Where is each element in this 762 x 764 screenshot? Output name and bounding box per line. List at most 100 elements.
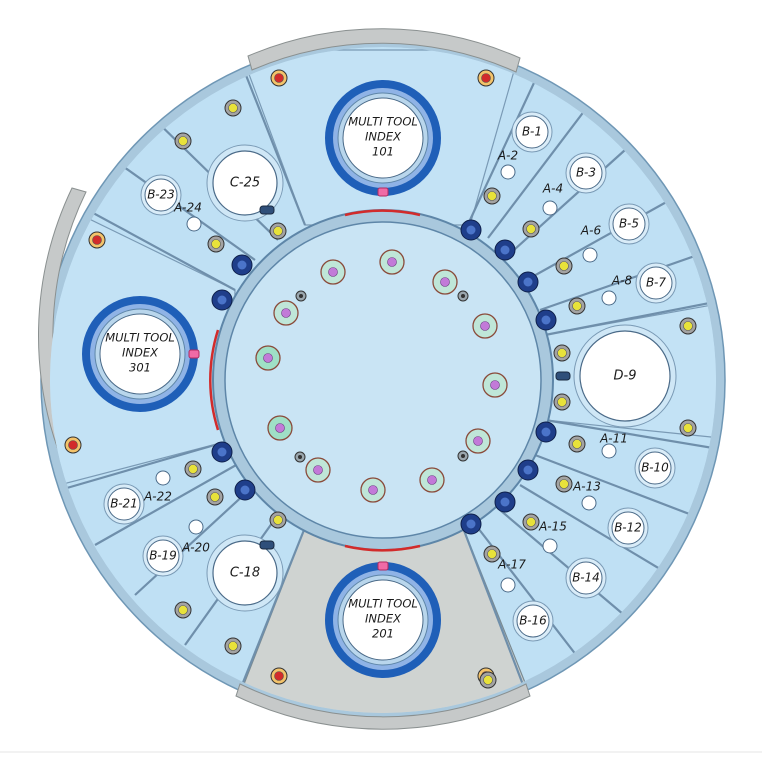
station-bore	[516, 604, 550, 638]
station-b16[interactable]: B-16	[512, 600, 554, 642]
blue-bushing-core	[500, 497, 510, 507]
blue-bushing-core	[237, 260, 247, 270]
mti-label-number: 101	[372, 145, 394, 159]
mti-label-line1: MULTI TOOL	[348, 115, 418, 129]
station-a2[interactable]: A-2	[497, 149, 518, 180]
hub-punch-core	[263, 353, 273, 363]
hub-punch-core	[440, 277, 450, 287]
station-a6[interactable]: A-6	[580, 224, 602, 263]
station-label: A-13	[572, 480, 601, 494]
station-b19[interactable]: B-19	[142, 535, 184, 577]
station-bore	[611, 511, 645, 545]
yellow-bolt-core	[559, 261, 569, 271]
hub-red-arc-left	[209, 329, 220, 431]
station-bore	[515, 115, 549, 149]
yellow-bolt-core	[210, 492, 220, 502]
station-a20[interactable]: A-20	[181, 519, 210, 555]
yellow-bolt-core	[487, 191, 497, 201]
station-label: A-24	[173, 201, 202, 215]
station-label: B-21	[110, 497, 138, 511]
mti-label-line1: MULTI TOOL	[105, 331, 175, 345]
mti-label-number: 301	[129, 361, 151, 375]
hub-punch-core	[368, 485, 378, 495]
hub-punch-core	[313, 465, 323, 475]
station-d9[interactable]: D-9	[555, 324, 677, 428]
station-b7[interactable]: B-7	[635, 262, 677, 304]
yellow-bolt-core	[526, 224, 536, 234]
station-a15[interactable]: A-15	[538, 520, 567, 554]
station-a4[interactable]: A-4	[542, 182, 563, 216]
station-b14[interactable]: B-14	[565, 557, 607, 599]
blue-bushing-core	[217, 295, 227, 305]
station-a24[interactable]: A-24	[173, 201, 202, 232]
hub-screw-core	[461, 454, 465, 458]
station-label: A-4	[542, 182, 563, 196]
hub-punch-core	[473, 436, 483, 446]
mti-bore	[342, 97, 424, 179]
hub-punch-core	[490, 380, 500, 390]
station-bore	[582, 247, 598, 263]
mti-label-line2: INDEX	[122, 346, 159, 360]
station-a8[interactable]: A-8	[601, 274, 632, 306]
yellow-bolt-core	[559, 479, 569, 489]
station-key	[259, 540, 275, 550]
top-grey-rim	[247, 28, 521, 73]
mti-label-line1: MULTI TOOL	[348, 597, 418, 611]
mti-key-pin	[377, 561, 389, 571]
station-label: B-7	[646, 276, 666, 290]
station-b21[interactable]: B-21	[103, 483, 145, 525]
blue-bushing-core	[541, 315, 551, 325]
yellow-bolt-core	[178, 136, 188, 146]
hub-punch-core	[275, 423, 285, 433]
station-key	[259, 205, 275, 215]
station-bore	[569, 561, 603, 595]
station-label: C-25	[230, 176, 260, 191]
hub-screw-core	[298, 455, 302, 459]
station-label: B-23	[147, 188, 175, 202]
blue-bushing-core	[466, 519, 476, 529]
station-bore	[612, 207, 646, 241]
station-a22[interactable]: A-22	[143, 470, 172, 504]
yellow-bolt-core	[557, 397, 567, 407]
station-a13[interactable]: A-13	[572, 480, 601, 511]
station-b3[interactable]: B-3	[565, 152, 607, 194]
yellow-bolt-core	[273, 226, 283, 236]
station-c25[interactable]: C-25	[206, 144, 284, 222]
red-bolt-core	[274, 73, 284, 83]
station-label: B-16	[519, 614, 547, 628]
mti-bore	[342, 579, 424, 661]
hub-punch-core	[281, 308, 291, 318]
station-bore	[212, 540, 278, 606]
hub-punch-core	[427, 475, 437, 485]
station-b23[interactable]: B-23	[140, 174, 182, 216]
yellow-bolt-core	[572, 301, 582, 311]
station-b5[interactable]: B-5	[608, 203, 650, 245]
hub-punch-core	[480, 321, 490, 331]
blue-bushing-core	[523, 277, 533, 287]
station-b12[interactable]: B-12	[607, 507, 649, 549]
blue-bushing-core	[541, 427, 551, 437]
station-bore	[500, 164, 516, 180]
station-label: A-11	[599, 432, 628, 446]
yellow-bolt-core	[526, 517, 536, 527]
station-bore	[212, 150, 278, 216]
station-a11[interactable]: A-11	[599, 432, 628, 459]
station-c18[interactable]: C-18	[206, 534, 284, 612]
station-b10[interactable]: B-10	[634, 447, 676, 489]
station-label: C-18	[230, 566, 260, 581]
blue-bushing-core	[466, 225, 476, 235]
station-label: A-17	[497, 558, 526, 572]
station-b1[interactable]: B-1	[511, 111, 553, 153]
station-label: B-1	[522, 125, 542, 139]
station-label: B-14	[572, 571, 600, 585]
hub-punch-core	[328, 267, 338, 277]
station-label: D-9	[614, 369, 637, 384]
station-a17[interactable]: A-17	[497, 558, 526, 593]
yellow-bolt-core	[572, 439, 582, 449]
hub-screw-core	[461, 294, 465, 298]
yellow-bolt-core	[487, 549, 497, 559]
station-bore	[601, 290, 617, 306]
